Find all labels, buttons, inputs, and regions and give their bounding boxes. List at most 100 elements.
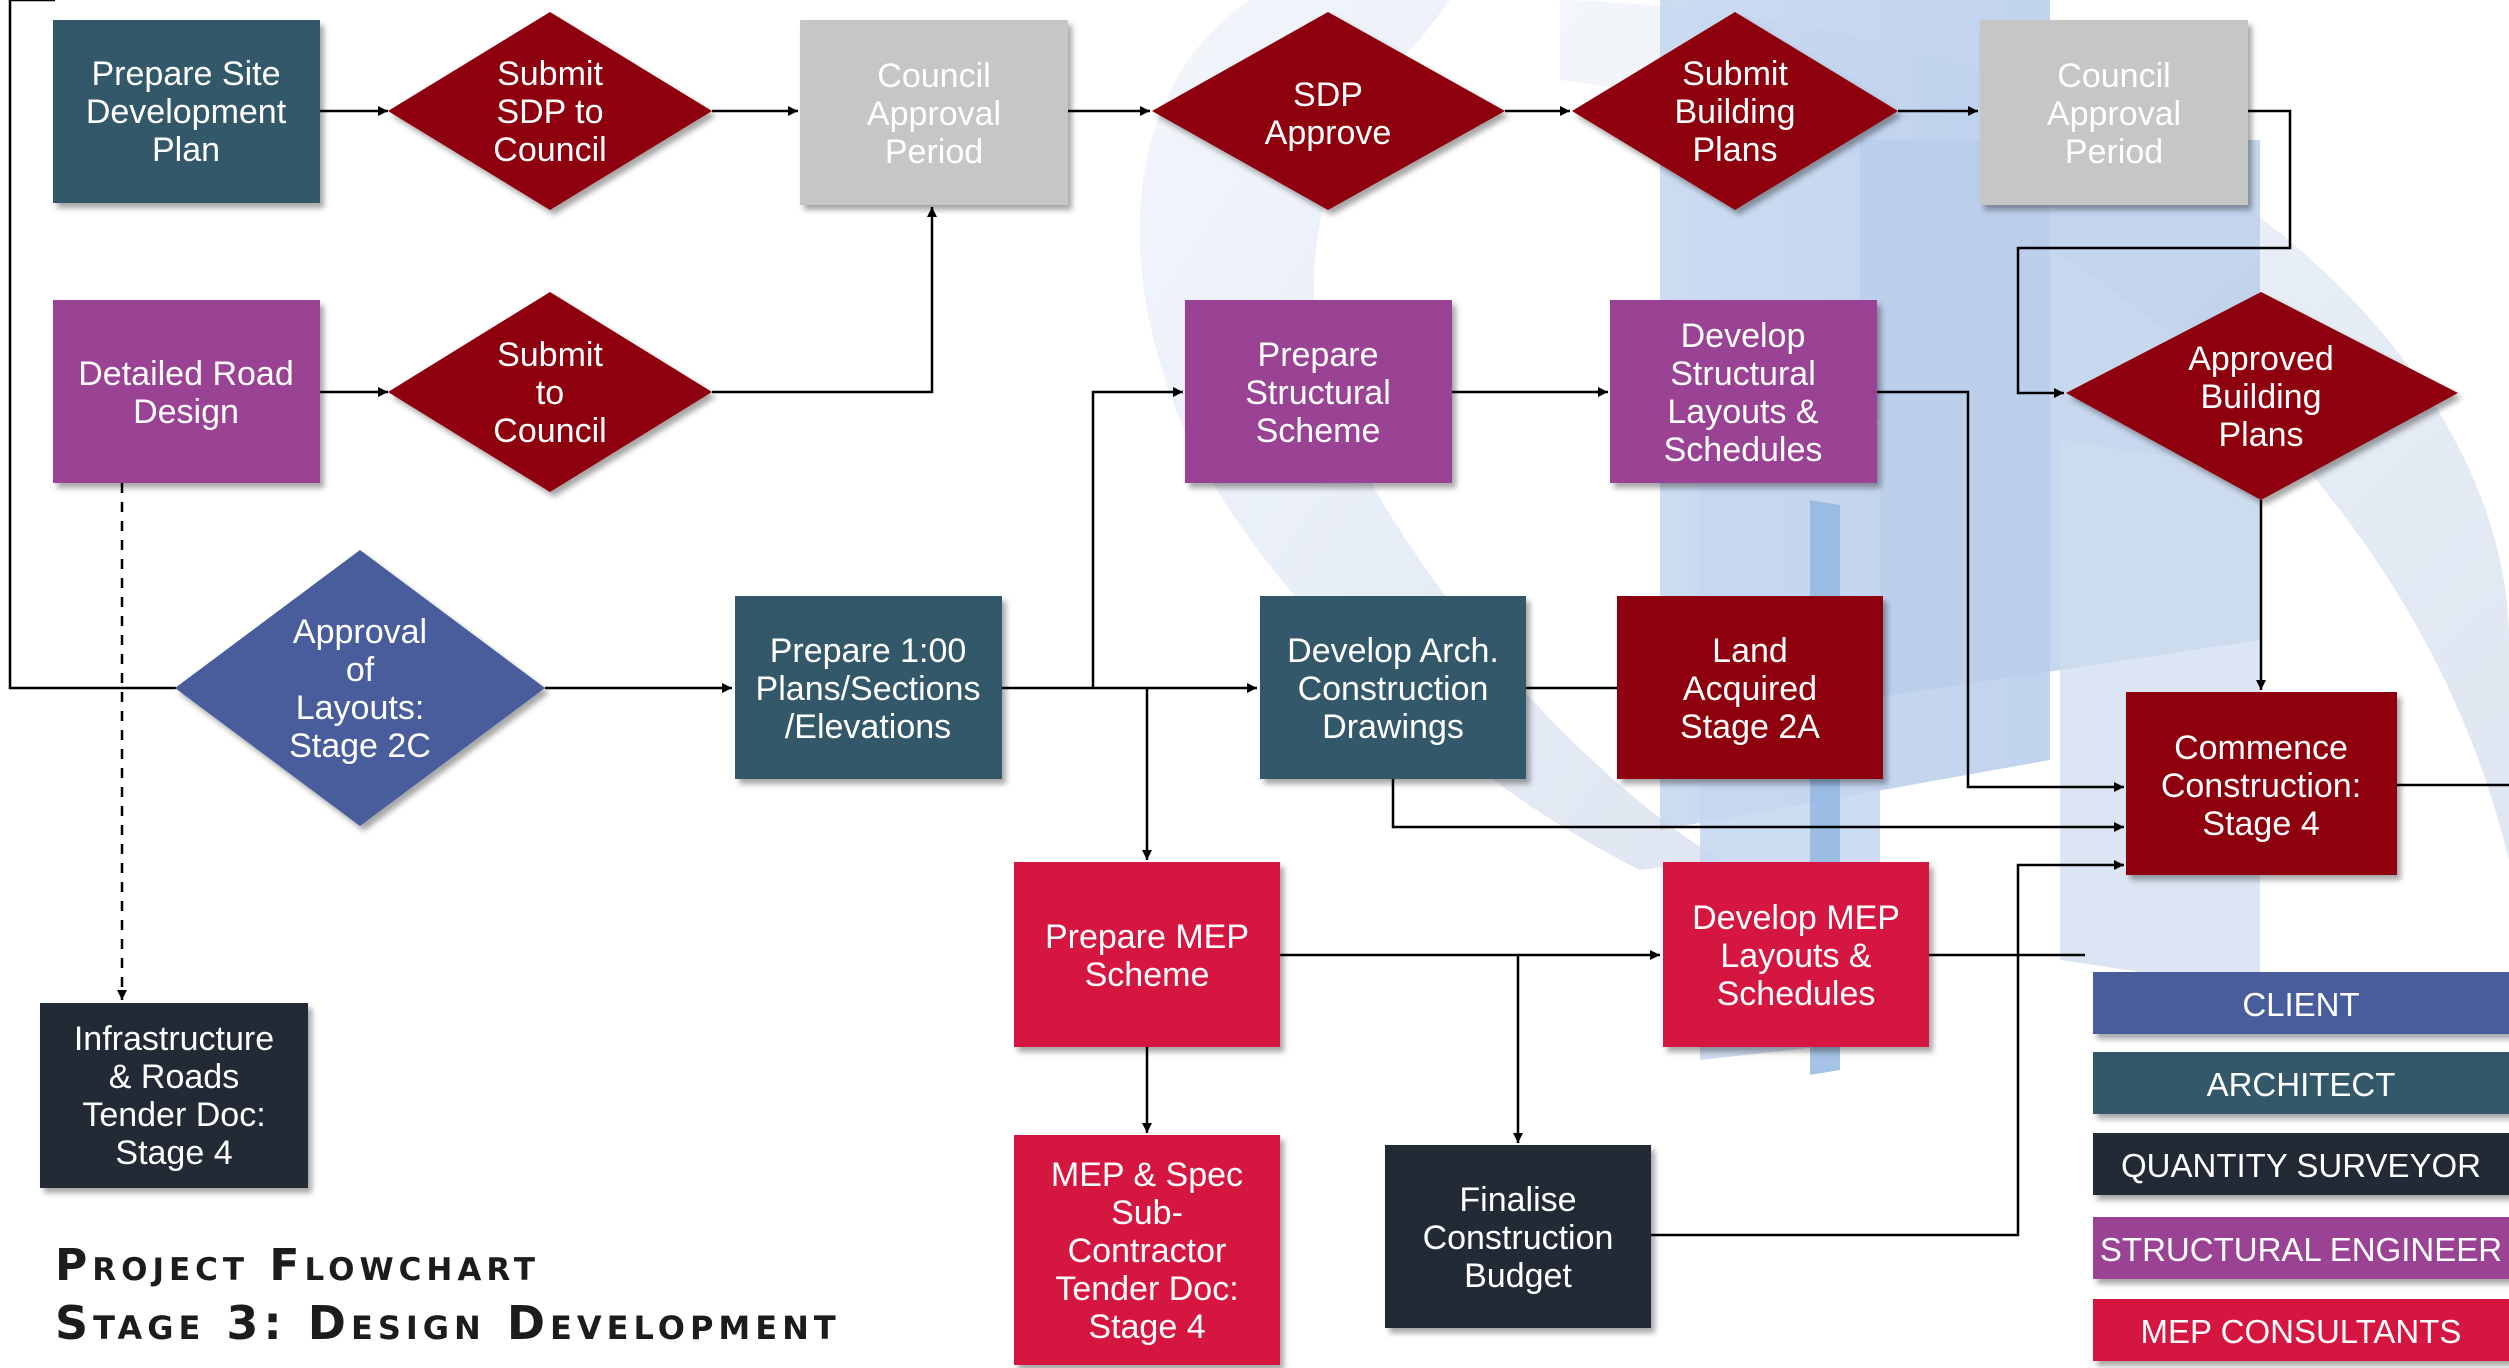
prepare-sdp-line: Development [86, 93, 287, 131]
develop-mep-layouts-line: Layouts & [1720, 937, 1872, 975]
council-approval-1-line: Council [877, 57, 990, 95]
legend [2093, 972, 2509, 1361]
prepare-structural-scheme-line: Scheme [1256, 412, 1381, 450]
submit-building-plans-diamond [1572, 12, 1898, 210]
land-acquired-line: Stage 2A [1680, 708, 1820, 746]
prepare-plans-sections-line: Prepare 1:00 [770, 632, 967, 670]
submit-to-council-line: Submit [497, 336, 603, 374]
legend-structural-engineer-label: STRUCTURAL ENGINEER [2100, 1231, 2502, 1268]
land-acquired-line: Acquired [1683, 670, 1817, 708]
develop-mep-layouts-line: Schedules [1717, 975, 1876, 1013]
council-approval-2-line: Council [2057, 57, 2170, 95]
develop-structural-layouts-line: Structural [1670, 355, 1816, 393]
submit-building-plans-line: Plans [1692, 131, 1777, 169]
legend-quantity-surveyor-swatch [2093, 1133, 2509, 1195]
council-approval-1-line: Approval [867, 95, 1001, 133]
council-approval-2-line: Approval [2047, 95, 2181, 133]
connectors [8, 0, 2509, 1237]
land-acquired-line: Land [1712, 632, 1788, 670]
sdp-approve-line: Approve [1265, 114, 1392, 152]
submit-building-plans-line: Submit [1682, 55, 1788, 93]
approval-of-layouts-diamond [175, 550, 545, 826]
approved-building-plans-line: Plans [2218, 416, 2303, 454]
title-line-1: Project Flowchart [55, 1240, 540, 1291]
submit-sdp-diamond [388, 12, 712, 210]
submit-sdp-line: SDP to [496, 93, 603, 131]
develop-mep-layouts-box [1663, 862, 1929, 1047]
prepare-sdp-line: Plan [152, 131, 220, 169]
commence-construction-line: Construction: [2161, 767, 2361, 805]
submit-to-council-line: to [536, 374, 564, 412]
swirl-shape-left [1139, 0, 1720, 870]
legend-client-swatch [2093, 972, 2509, 1034]
prepare-structural-scheme-line: Structural [1245, 374, 1391, 412]
approved-building-plans-line: Building [2201, 378, 2322, 416]
mep-tender-box [1014, 1135, 1280, 1365]
approval-of-layouts-line: Approval [293, 613, 427, 651]
approval-of-layouts-line: Stage 2C [289, 727, 431, 765]
submit-building-plans-line: Building [1675, 93, 1796, 131]
legend-labels: CLIENT ARCHITECT QUANTITY SURVEYOR STRUC… [2100, 986, 2502, 1350]
title-line-2: Stage 3: Design Development [55, 1296, 841, 1350]
prepare-structural-scheme-line: Prepare [1258, 336, 1379, 374]
council-approval-1-line: Period [885, 133, 983, 171]
detailed-road-design-line: Detailed Road [78, 355, 293, 393]
develop-mep-layouts-line: Develop MEP [1692, 899, 1900, 937]
submit-sdp-line: Council [493, 131, 606, 169]
mep-tender-line: Contractor [1068, 1232, 1227, 1270]
connector-plans-to-structural [1091, 387, 1183, 688]
connector-layouts-to-commence [1877, 390, 2124, 792]
approval-of-layouts-line: of [346, 651, 375, 689]
develop-structural-layouts-line: Layouts & [1667, 393, 1819, 431]
prepare-sdp-box [53, 20, 320, 203]
detailed-road-design-line: Design [133, 393, 239, 431]
sdp-approve-line: SDP [1293, 76, 1363, 114]
develop-structural-layouts-box [1610, 300, 1877, 483]
prepare-mep-scheme-line: Scheme [1085, 956, 1210, 994]
prepare-mep-scheme-box [1014, 862, 1280, 1047]
infrastructure-tender-line: & Roads [109, 1058, 239, 1096]
finalise-budget-line: Finalise [1459, 1181, 1576, 1219]
legend-architect-label: ARCHITECT [2207, 1066, 2396, 1103]
legend-mep-consultants-swatch [2093, 1299, 2509, 1361]
prepare-sdp-line: Prepare Site [92, 55, 281, 93]
mep-tender-line: Stage 4 [1088, 1308, 1205, 1346]
finalise-budget-line: Construction [1423, 1219, 1614, 1257]
sdp-approve-diamond [1152, 12, 1505, 210]
connector-arch-to-commence [1391, 778, 2124, 832]
develop-arch-drawings-line: Drawings [1322, 708, 1464, 746]
legend-quantity-surveyor-label: QUANTITY SURVEYOR [2121, 1147, 2481, 1184]
finalise-budget-line: Budget [1464, 1257, 1572, 1295]
prepare-mep-scheme-line: Prepare MEP [1045, 918, 1249, 956]
council-approval-2-line: Period [2065, 133, 2163, 171]
infrastructure-tender-box [40, 1003, 308, 1188]
mep-tender-line: MEP & Spec [1051, 1156, 1243, 1194]
detailed-road-design-box [53, 300, 320, 483]
legend-mep-consultants-label: MEP CONSULTANTS [2141, 1313, 2462, 1350]
mep-tender-line: Tender Doc: [1055, 1270, 1238, 1308]
commence-construction-line: Stage 4 [2202, 805, 2319, 843]
prepare-plans-sections-line: Plans/Sections [756, 670, 981, 708]
develop-arch-drawings-line: Develop Arch. [1287, 632, 1499, 670]
submit-sdp-line: Submit [497, 55, 603, 93]
prepare-plans-sections-line: /Elevations [785, 708, 951, 746]
legend-client-label: CLIENT [2242, 986, 2359, 1023]
